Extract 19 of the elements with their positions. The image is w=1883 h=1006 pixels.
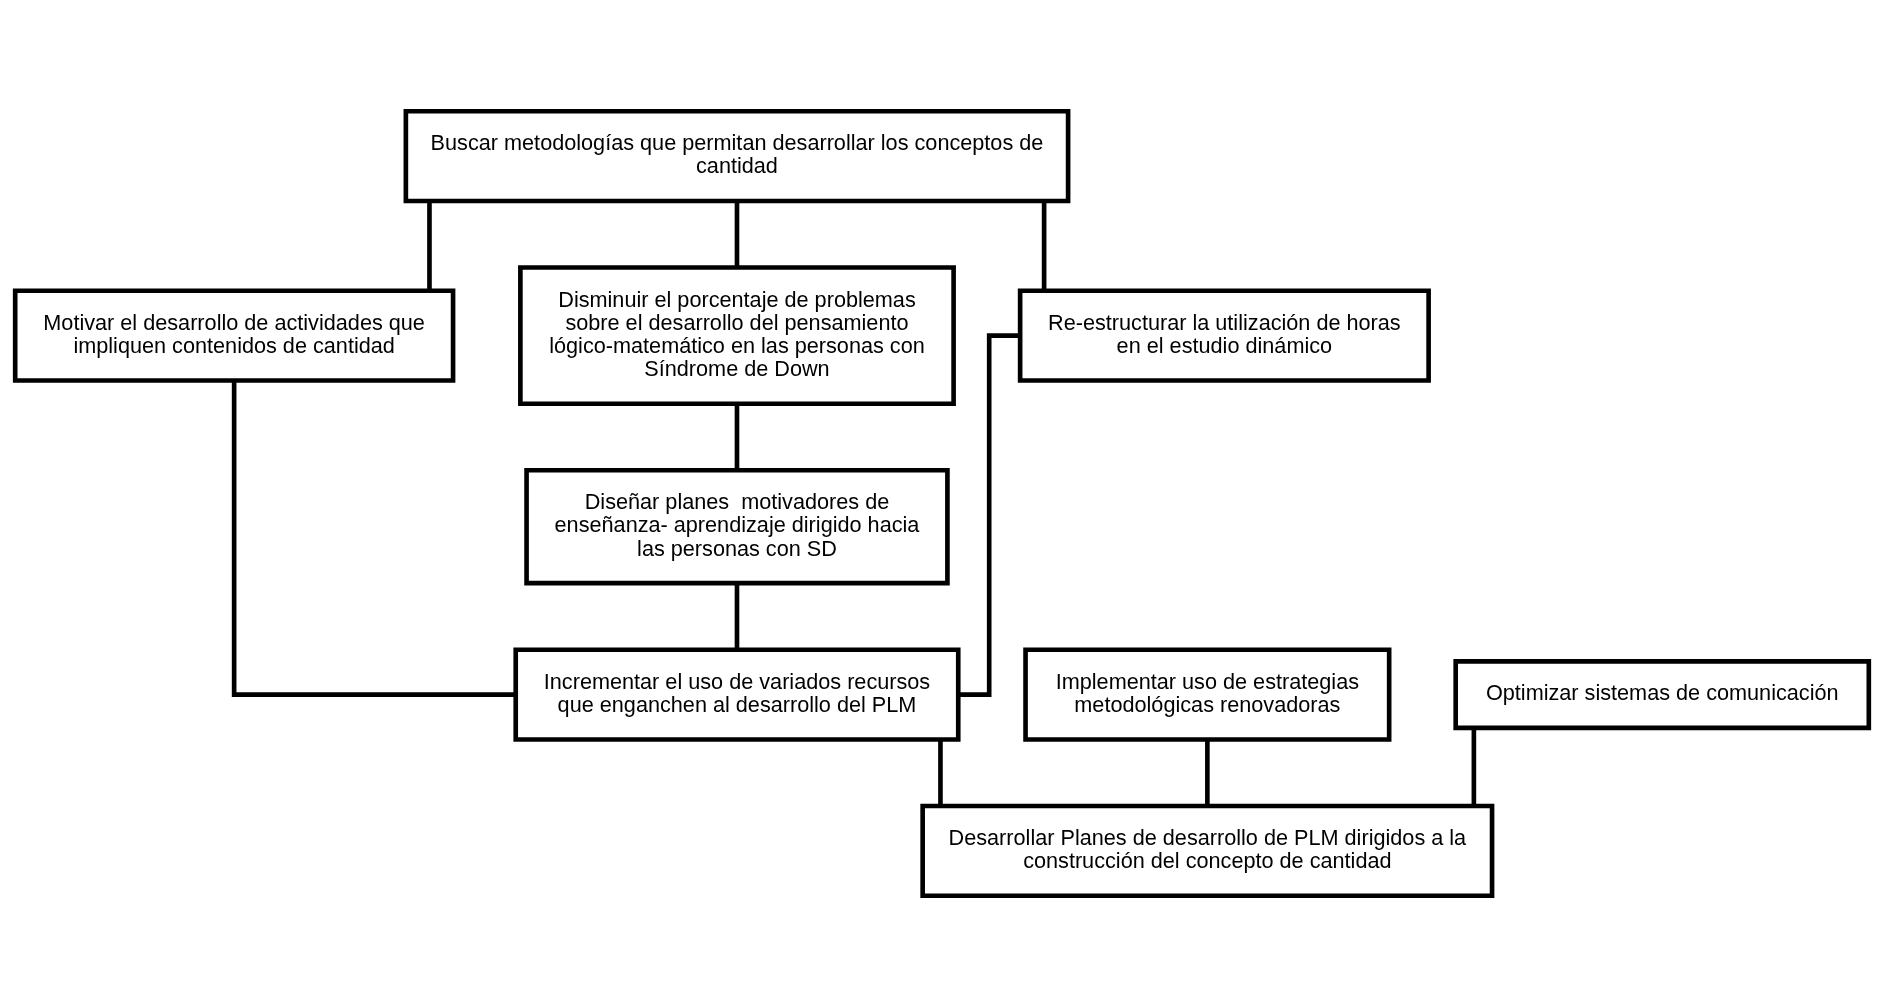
connector [231,380,516,697]
connector [957,332,1020,697]
node-box: Implementar uso de estrategias metodológicas renovadoras [1022,646,1391,742]
node-box: Motivar el desarrollo de actividades que impliquen contenidos de cantidad [12,287,455,383]
connector [734,200,739,267]
connector [734,583,739,649]
node-box: Desarrollar Planes de desarrollo de PLM dirigidos a la construcción del concepto de cantidad [919,803,1494,898]
node-box: Incrementar el uso de variados recursos que enganchen al desarrollo del PLM [512,646,961,742]
node-box: Disminuir el porcentaje de problemas sobre el desarrollo del pensamiento lógico-matemático en las personas con Síndrome de Down [517,264,956,406]
node-box: Buscar metodologías que permitan desarrollar los conceptos de cantidad [403,108,1070,203]
connector [937,739,943,806]
connector [1041,200,1046,290]
connector [1204,739,1210,806]
node-box: Re-estructurar la utilización de horas en el estudio dinámico [1017,287,1431,383]
connector [426,200,432,290]
connector [734,403,739,470]
node-box: Optimizar sistemas de comunicación [1452,658,1871,730]
connector [1471,728,1476,806]
node-box: Diseñar planes motivadores de enseñanza- aprendizaje dirigido hacia las personas con SD [523,467,950,585]
